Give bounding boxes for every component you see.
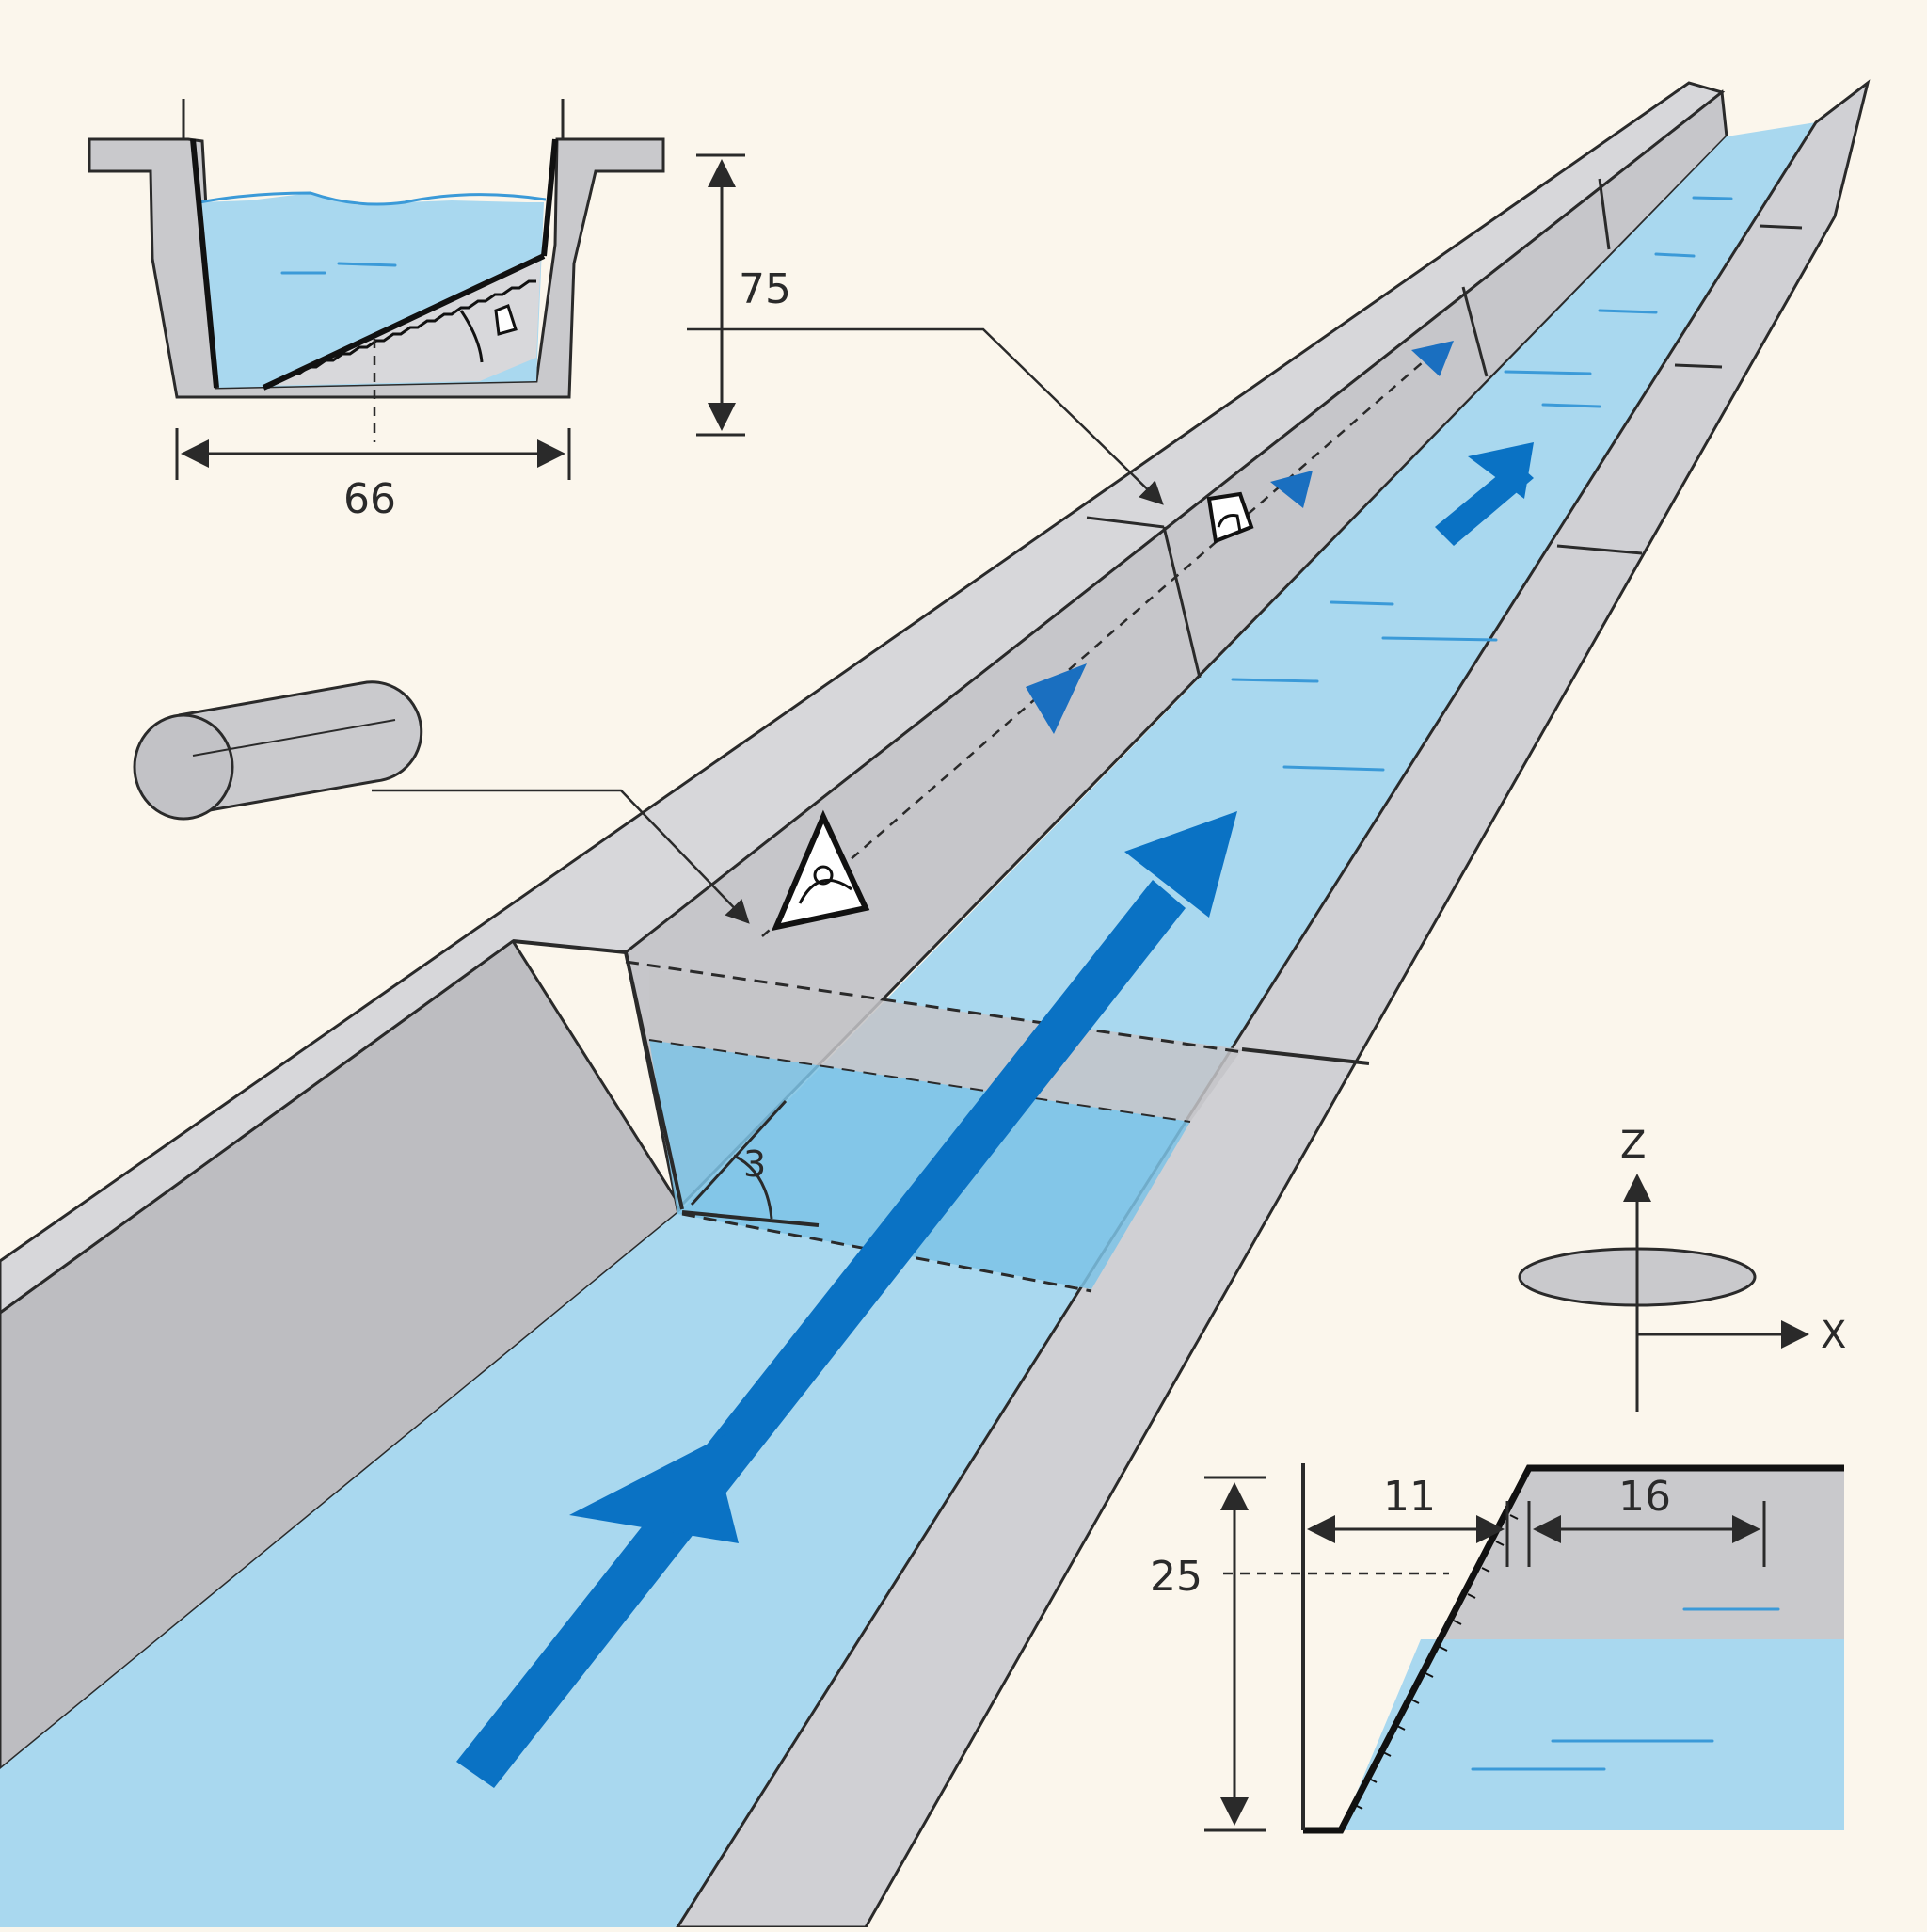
flow-arrow-icon (1026, 663, 1087, 734)
channel: 3 (0, 79, 1871, 1929)
flow-arrow-upper (1435, 442, 1534, 546)
wall-joint (1241, 1047, 1370, 1065)
wall-joint (1759, 224, 1803, 230)
side-profile-view (1204, 1463, 1844, 1834)
side-profile-water (1341, 1639, 1844, 1830)
cylinder-icon (133, 680, 423, 821)
section-cutaway (624, 951, 1243, 1293)
flow-arrow-icon (1270, 471, 1313, 508)
flow-arrow-main (456, 811, 1237, 1788)
water-ripples (1231, 196, 1733, 772)
coordinate-axes (1518, 1174, 1809, 1412)
cross-section-view (88, 99, 1164, 505)
level-marker-icon (771, 809, 870, 932)
survey-marker-icon (1206, 491, 1254, 544)
side-profile-top-label: 16 (1618, 1473, 1671, 1521)
wall-joint (512, 939, 627, 954)
leader-line (372, 789, 750, 924)
cross-section-height-label: 75 (739, 265, 791, 313)
x-axis-label: X (1821, 1314, 1846, 1357)
wall-joint (1674, 363, 1723, 369)
z-axis-label: Z (1620, 1124, 1646, 1167)
wall-joint (1086, 516, 1165, 529)
wall-joint (1556, 544, 1643, 555)
side-profile-depth-label: 25 (1150, 1553, 1202, 1601)
wall-joint (1162, 526, 1202, 679)
flow-arrow-icon (1411, 341, 1454, 376)
wall-joint (1598, 178, 1611, 250)
sight-line (761, 343, 1445, 937)
cross-section-width-label: 66 (343, 475, 396, 523)
slope-angle-label: 3 (743, 1143, 766, 1185)
side-profile-run-label: 11 (1383, 1473, 1436, 1521)
wall-joint (1461, 286, 1489, 377)
